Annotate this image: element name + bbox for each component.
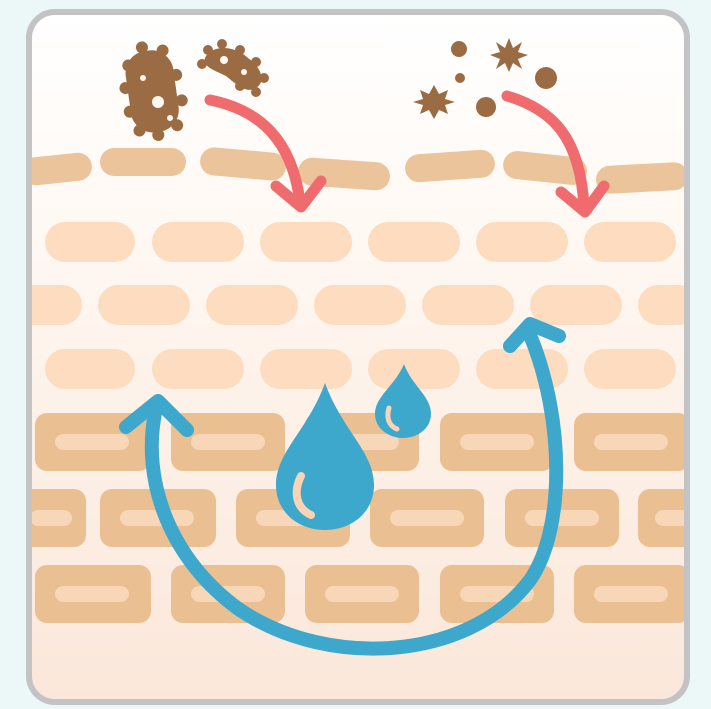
skin-barrier-illustration (0, 0, 711, 709)
